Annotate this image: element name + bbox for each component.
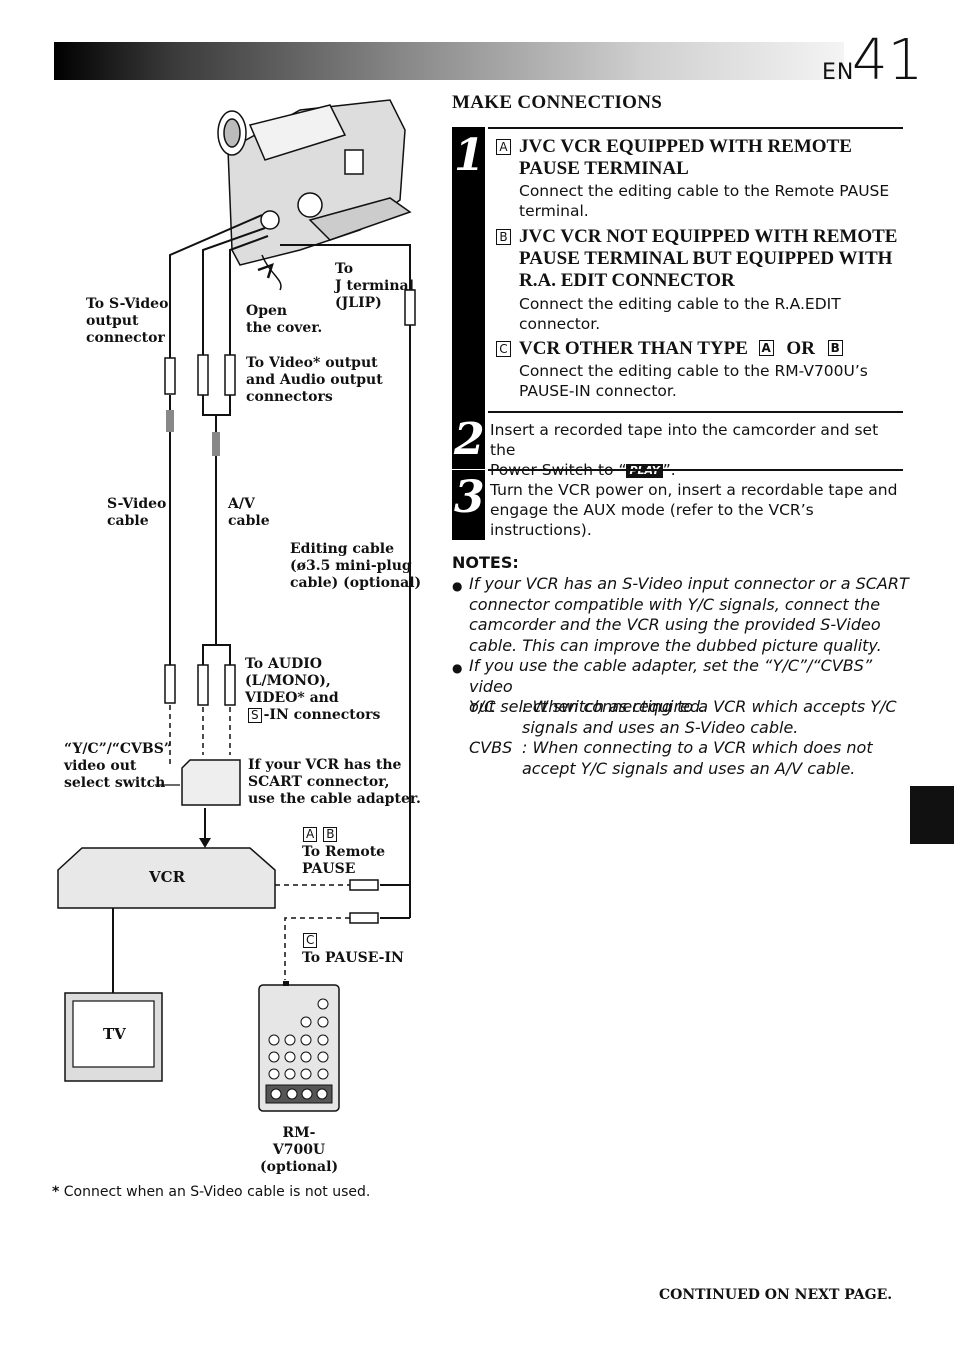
box-c: C — [303, 933, 318, 948]
step1-bar — [452, 127, 485, 413]
page-number: 41 — [852, 28, 924, 93]
step3-text: Turn the VCR power on, insert a recordab… — [490, 481, 898, 539]
c-box-b: B — [827, 340, 843, 356]
yc-text: : When connecting to a VCR which accepts… — [522, 697, 897, 737]
c-box-a: A — [758, 340, 774, 356]
step1-a-head: JVC VCR EQUIPPED WITH REMOTE PAUSE TERMI… — [519, 136, 852, 179]
scart-adapter — [181, 759, 241, 806]
label-c-box: C — [303, 932, 323, 949]
notes-title: NOTES: — [452, 553, 519, 572]
step3-number: 3 — [454, 472, 485, 523]
step1-b-head: JVC VCR NOT EQUIPPED WITH REMOTE PAUSE T… — [519, 226, 898, 291]
step2-text: Insert a recorded tape into the camcorde… — [490, 420, 902, 480]
label-vcr: VCR — [149, 868, 186, 886]
label-av-cable: A/V cable — [228, 496, 270, 529]
connection-diagram — [57, 99, 416, 1112]
label-tv: TV — [103, 1025, 126, 1043]
label-j-terminal: To J terminal (JLIP) — [335, 261, 414, 311]
footnote: * Connect when an S-Video cable is not u… — [52, 1184, 370, 1200]
step1-c-head: VCR OTHER THAN TYPE A OR B — [519, 338, 919, 360]
footnote-star: * — [52, 1184, 60, 1200]
footnote-text: Connect when an S-Video cable is not use… — [63, 1184, 371, 1200]
step1-b-body: Connect the editing cable to the R.A.EDI… — [519, 295, 841, 333]
step2-text-pre: Insert a recorded tape into the camcorde… — [490, 421, 879, 479]
section-title: MAKE CONNECTIONS — [452, 92, 663, 113]
step1-number: 1 — [454, 130, 485, 181]
play-icon: PLAY — [626, 464, 663, 478]
label-in-connectors: S-IN connectors — [248, 707, 380, 724]
step1-c-body: Connect the editing cable to the RM-V700… — [519, 362, 868, 400]
letter-c: C — [496, 341, 511, 357]
step1-rule — [488, 127, 903, 129]
page-lang: EN — [822, 60, 855, 85]
continued-note: CONTINUED ON NEXT PAGE. — [659, 1287, 893, 1303]
label-remote-pause: To Remote PAUSE — [302, 844, 386, 877]
step3-bar — [452, 470, 485, 540]
step2-number: 2 — [454, 414, 485, 465]
remote-illustration — [258, 981, 340, 1112]
letter-b: B — [496, 229, 511, 245]
box-b: B — [323, 827, 338, 842]
note-2-text: If you use the cable adapter, set the “Y… — [469, 656, 873, 716]
plugs — [164, 289, 416, 924]
label-scart-note: If your VCR has the SCART connector, use… — [248, 757, 421, 807]
label-video-output: To Video* output and Audio output connec… — [246, 355, 383, 405]
c-head-or: OR — [786, 338, 815, 359]
c-head-pre: VCR OTHER THAN TYPE — [519, 338, 748, 359]
note-1: ● If your VCR has an S-Video input conne… — [452, 574, 909, 656]
label-remote: RM-V700U (optional) — [260, 1125, 339, 1175]
label-pause-in: To PAUSE-IN — [302, 950, 404, 966]
bullet-icon: ● — [452, 579, 463, 593]
yc-label: Y/C — [469, 697, 496, 716]
in-connectors-text: -IN connectors — [263, 707, 381, 723]
label-yc-switch: “Y/C”/“CVBS” video out select switch — [64, 741, 172, 791]
label-to-audio: To AUDIO (L/MONO), VIDEO* and — [245, 656, 339, 706]
header-gradient-bar — [54, 42, 844, 80]
step2-bar — [452, 413, 485, 469]
note-2: ● If you use the cable adapter, set the … — [452, 656, 909, 718]
bullet-icon: ● — [452, 661, 463, 675]
vcr-box — [57, 847, 276, 909]
box-a: A — [303, 827, 318, 842]
side-tab — [910, 786, 954, 844]
letter-a: A — [496, 139, 511, 155]
step3-rule — [488, 469, 903, 471]
cvbs-label: CVBS — [469, 738, 513, 757]
label-editing-cable: Editing cable (ø3.5 mini-plug cable) (op… — [290, 541, 422, 591]
cables — [166, 214, 411, 919]
label-svideo-cable: S-Video cable — [107, 496, 167, 529]
camcorder-illustration — [217, 99, 412, 291]
s-box: S — [248, 708, 262, 723]
step2-rule — [488, 411, 903, 413]
cvbs-text: : When connecting to a VCR which does no… — [522, 738, 873, 778]
label-svideo-output: To S-Video output connector — [86, 296, 169, 346]
dashed-lines — [169, 705, 350, 980]
note-1-text: If your VCR has an S-Video input connect… — [469, 574, 909, 655]
label-open-cover: Open the cover. — [246, 303, 323, 336]
step1-a-body: Connect the editing cable to the Remote … — [519, 182, 890, 220]
